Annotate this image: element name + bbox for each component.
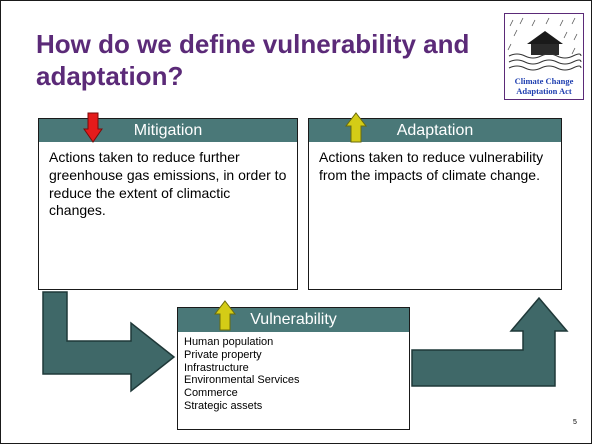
vulnerability-header: Vulnerability [178,308,409,332]
logo-caption-line1: Climate Change [514,76,574,87]
vulnerability-list: Human population Private property Infras… [184,336,300,413]
adaptation-description: Actions taken to reduce vulnerability fr… [319,149,544,183]
list-item: Commerce [184,387,238,399]
mitigation-description: Actions taken to reduce further greenhou… [49,149,287,219]
adaptation-header: Adaptation [309,119,561,142]
list-item: Private property [184,348,262,361]
adaptation-box: Adaptation Actions taken to reduce vulne… [308,118,562,290]
list-item: Human population [184,336,274,348]
vulnerability-box: Vulnerability Human population Private p… [177,307,410,430]
mitigation-box: Mitigation Actions taken to reduce furth… [38,118,298,290]
climate-change-adaptation-act-logo: Climate Change Adaptation Act [504,13,584,100]
list-item: Environmental Services [184,374,300,387]
vulnerability-to-adaptation-arrow [411,296,569,387]
slide-title: How do we define vulnerability and adapt… [36,29,470,91]
flooded-house-icon [507,17,582,71]
slide-number: 5 [573,419,577,426]
yellow-up-arrow-icon [214,300,236,331]
list-item: Strategic assets [184,399,263,412]
list-item: Infrastructure [184,361,249,374]
mitigation-to-vulnerability-arrow [42,291,176,393]
yellow-up-arrow-icon [345,112,367,143]
logo-caption-line2: Adaptation Act [516,85,572,96]
mitigation-header: Mitigation [39,119,297,142]
red-down-arrow-icon [83,112,103,143]
logo-caption: Climate Change Adaptation Act [505,76,583,96]
